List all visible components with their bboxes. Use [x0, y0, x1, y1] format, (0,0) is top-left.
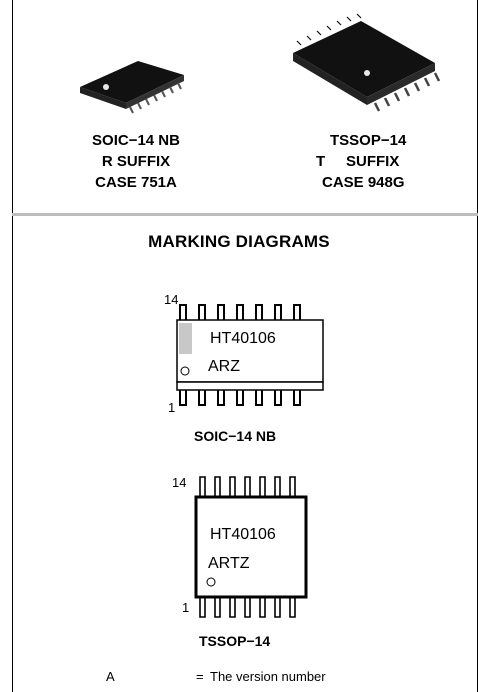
soic-pin-1-label: 1: [168, 400, 176, 415]
soic-package-label: SOIC−14 NB R SUFFIX CASE 751A: [76, 130, 196, 193]
soic-pin-14-label: 14: [164, 292, 179, 307]
soic-mark-line1: HT40106: [210, 330, 276, 347]
soic-case: CASE 751A: [95, 174, 177, 191]
tssop-mark-line2: ARTZ: [208, 555, 250, 572]
soic-caption: SOIC−14 NB: [194, 428, 277, 444]
soic-package-image: [80, 61, 184, 114]
soic-mark-line2: ARZ: [208, 358, 240, 375]
tssop-suffix: T SUFFIX: [316, 153, 400, 170]
tssop-mark-line1: HT40106: [210, 526, 276, 543]
legend-key: A: [106, 669, 115, 684]
soic-marking-diagram: [176, 304, 324, 406]
tssop-caption: TSSOP−14: [199, 633, 271, 649]
legend-equals: =: [196, 669, 204, 684]
section-divider: [12, 213, 478, 216]
section-title: MARKING DIAGRAMS: [148, 232, 330, 251]
soic-suffix: R SUFFIX: [101, 153, 171, 170]
tssop-marking-diagram: [194, 476, 308, 618]
tssop-pin-14-label: 14: [172, 475, 187, 490]
tssop-name: TSSOP−14: [330, 132, 407, 149]
tssop-package-label: TSSOP−14 T SUFFIX CASE 948G: [310, 130, 450, 193]
tssop-package-image: [293, 13, 441, 112]
pin1-bar: [179, 323, 192, 354]
tssop-case: CASE 948G: [322, 174, 405, 191]
legend-description: The version number: [210, 669, 326, 684]
soic-name: SOIC−14 NB: [92, 132, 180, 149]
tssop-pin-1-label: 1: [182, 600, 190, 615]
